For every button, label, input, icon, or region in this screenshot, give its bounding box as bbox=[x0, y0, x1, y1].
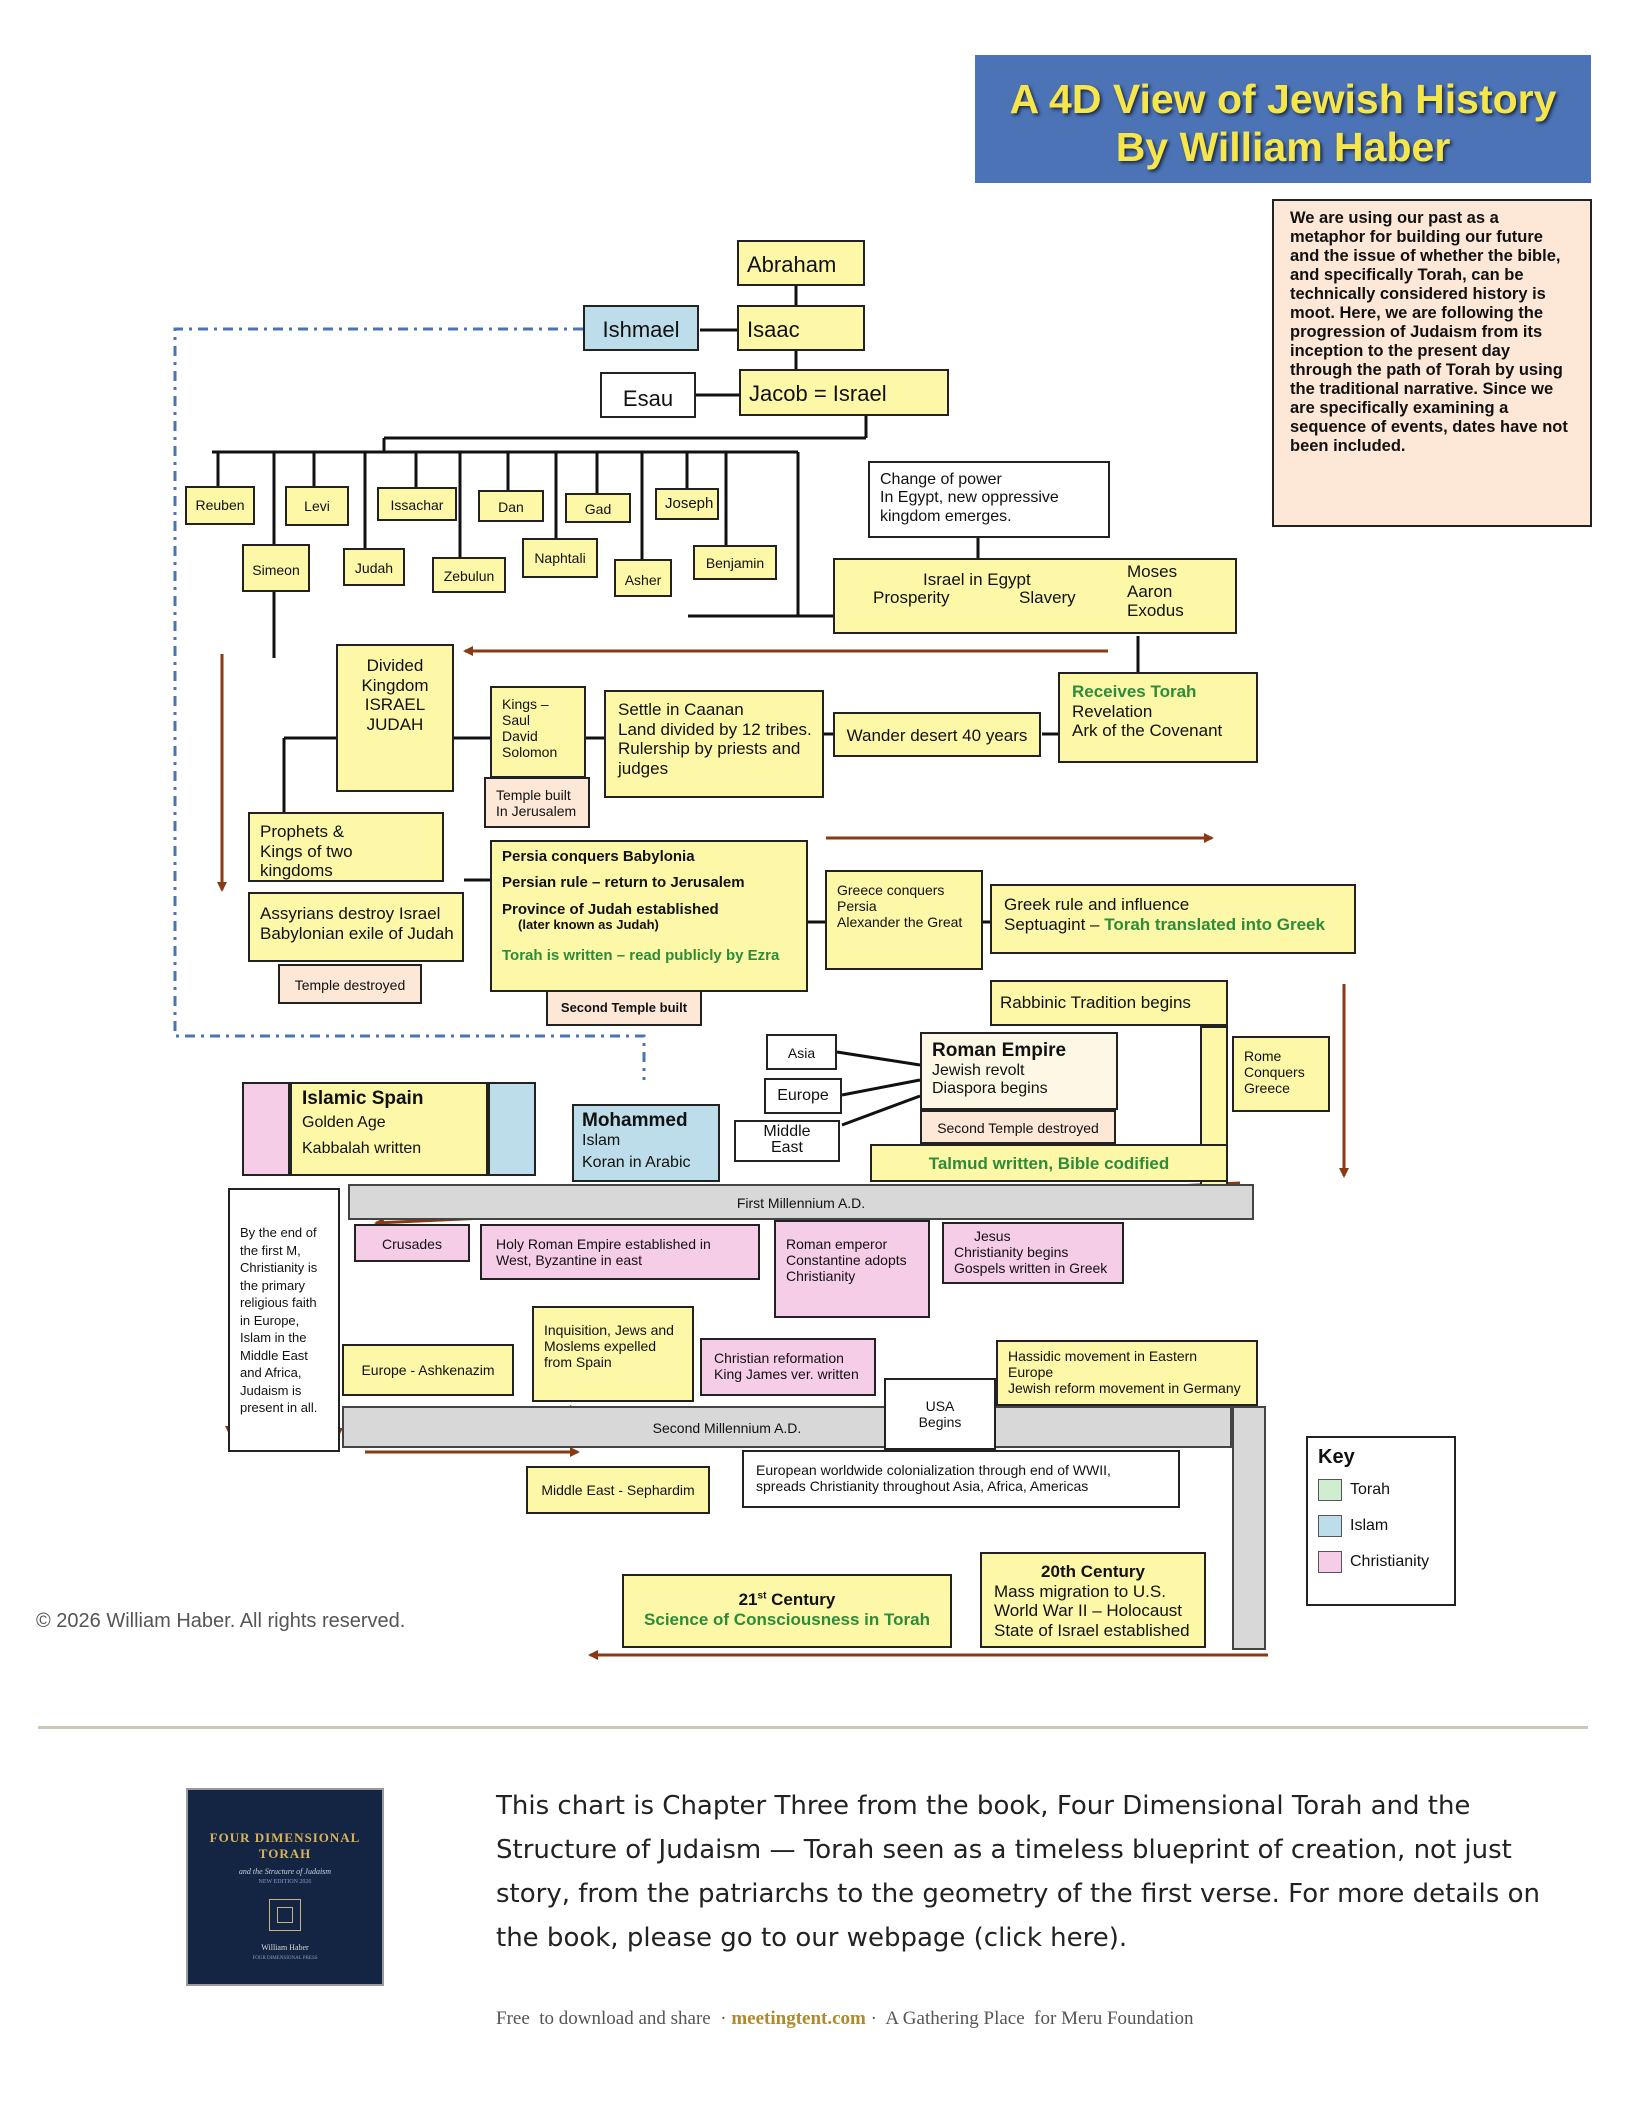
book-cover[interactable]: FOUR DIMENSIONAL TORAH and the Structure… bbox=[186, 1788, 384, 1986]
tribe-zebulun: Zebulun bbox=[432, 557, 506, 593]
tribe-issachar: Issachar bbox=[377, 487, 457, 521]
second-temple-destroyed-box: Second Temple destroyed bbox=[920, 1110, 1116, 1144]
century-20-box: 20th Century Mass migration to U.S. Worl… bbox=[980, 1552, 1206, 1648]
region-asia: Asia bbox=[766, 1034, 837, 1070]
footer-left: Free to download and share · bbox=[496, 2008, 727, 2029]
tribe-dan: Dan bbox=[478, 490, 544, 522]
temple-built-box: Temple built In Jerusalem bbox=[484, 777, 590, 828]
section-divider bbox=[38, 1726, 1588, 1729]
region-europe: Europe bbox=[764, 1078, 842, 1114]
islamic-spain-pink-tab bbox=[242, 1082, 290, 1176]
inquisition-box: Inquisition, Jews and Moslems expelled f… bbox=[532, 1306, 694, 1402]
footer-link[interactable]: meetingtent.com bbox=[731, 2008, 866, 2029]
rome-conquers-greece-box: Rome Conquers Greece bbox=[1232, 1036, 1330, 1112]
legend-swatch-islam bbox=[1318, 1515, 1342, 1537]
second-millennium-bar: Second Millennium A.D. bbox=[342, 1406, 1232, 1448]
tribe-benjamin: Benjamin bbox=[693, 545, 777, 580]
kings-box: Kings – Saul David Solomon bbox=[490, 686, 586, 778]
hassidic-box: Hassidic movement in Eastern Europe Jewi… bbox=[996, 1340, 1258, 1406]
legend-swatch-torah bbox=[1318, 1479, 1342, 1501]
constantine-box: Roman emperor Constantine adopts Christi… bbox=[774, 1220, 930, 1318]
esau-box: Esau bbox=[600, 372, 696, 418]
receives-torah-box: Receives Torah Revelation Ark of the Cov… bbox=[1058, 672, 1258, 763]
ishmael-box: Ishmael bbox=[583, 305, 699, 351]
legend-item-torah: Torah bbox=[1318, 1479, 1444, 1501]
holy-roman-box: Holy Roman Empire established in West, B… bbox=[480, 1224, 760, 1280]
prophets-box: Prophets & Kings of two kingdoms bbox=[248, 812, 444, 882]
footer: Free to download and share · meetingtent… bbox=[496, 2008, 1194, 2030]
isaac-box: Isaac bbox=[737, 305, 865, 351]
abraham-box: Abraham bbox=[737, 240, 865, 286]
change-of-power-box: Change of power In Egypt, new oppressive… bbox=[868, 461, 1110, 538]
century-21-box: 21st Century Science of Consciousness in… bbox=[622, 1574, 952, 1648]
tribe-joseph: Joseph bbox=[655, 488, 719, 520]
assyrians-box: Assyrians destroy Israel Babylonian exil… bbox=[248, 892, 464, 962]
legend-swatch-christianity bbox=[1318, 1551, 1342, 1573]
greece-conquers-box: Greece conquers Persia Alexander the Gre… bbox=[825, 870, 983, 970]
tribe-asher: Asher bbox=[614, 559, 672, 597]
copyright: © 2026 William Haber. All rights reserve… bbox=[36, 1610, 406, 1632]
usa-box: USA Begins bbox=[884, 1378, 996, 1450]
europe-ashkenazim-box: Europe - Ashkenazim bbox=[342, 1344, 514, 1396]
book-blurb[interactable]: This chart is Chapter Three from the boo… bbox=[496, 1791, 1540, 1953]
tribe-judah: Judah bbox=[343, 548, 405, 586]
temple-destroyed-box: Temple destroyed bbox=[278, 964, 422, 1004]
settle-canaan-box: Settle in Caanan Land divided by 12 trib… bbox=[604, 690, 824, 798]
jesus-box: Jesus Christianity begins Gospels writte… bbox=[942, 1222, 1124, 1284]
israel-in-egypt-box: Israel in Egypt Prosperity Slavery Moses… bbox=[833, 558, 1237, 634]
tribe-levi: Levi bbox=[285, 486, 349, 526]
wander-desert-box: Wander desert 40 years bbox=[833, 712, 1041, 757]
title-line-2: By William Haber bbox=[1115, 124, 1451, 170]
region-middle-east: Middle East bbox=[734, 1120, 840, 1162]
second-millennium-down-bar bbox=[1232, 1406, 1266, 1650]
tribe-naphtali: Naphtali bbox=[522, 538, 598, 578]
second-temple-built-box: Second Temple built bbox=[546, 990, 702, 1026]
roman-empire-box: Roman Empire Jewish revolt Diaspora begi… bbox=[920, 1032, 1118, 1110]
divided-kingdom-box: Divided Kingdom ISRAEL JUDAH bbox=[336, 644, 454, 792]
title-banner: A 4D View of Jewish History By William H… bbox=[975, 55, 1591, 183]
cube-icon bbox=[269, 1899, 301, 1932]
tribe-reuben: Reuben bbox=[185, 486, 255, 525]
persia-box: Persia conquers Babylonia Persian rule –… bbox=[490, 840, 808, 992]
greek-rule-box: Greek rule and influence Septuagint – To… bbox=[990, 884, 1356, 954]
crusades-box: Crusades bbox=[354, 1224, 470, 1262]
mohammed-box: Mohammed Islam Koran in Arabic bbox=[572, 1104, 720, 1182]
islamic-spain-box: Islamic Spain Golden Age Kabbalah writte… bbox=[290, 1082, 488, 1176]
islamic-spain-blue-tab bbox=[488, 1082, 536, 1176]
reformation-box: Christian reformation King James ver. wr… bbox=[700, 1338, 876, 1396]
jacob-box: Jacob = Israel bbox=[739, 369, 949, 416]
tribe-gad: Gad bbox=[565, 493, 631, 523]
by-end-note: By the end of the first M, Christianity … bbox=[228, 1188, 340, 1452]
title-line-1: A 4D View of Jewish History bbox=[1009, 76, 1557, 122]
talmud-box: Talmud written, Bible codified bbox=[870, 1144, 1228, 1182]
first-millennium-bar: First Millennium A.D. bbox=[348, 1184, 1254, 1220]
colonialization-box: European worldwide colonialization throu… bbox=[742, 1450, 1180, 1508]
legend-title: Key bbox=[1318, 1446, 1355, 1468]
legend-key: Key Torah Islam Christianity bbox=[1306, 1436, 1456, 1606]
rabbinic-tradition-box: Rabbinic Tradition begins bbox=[990, 980, 1228, 1026]
sephardim-box: Middle East - Sephardim bbox=[526, 1466, 710, 1514]
footer-right: · A Gathering Place for Meru Foundation bbox=[865, 2008, 1194, 2029]
legend-item-islam: Islam bbox=[1318, 1515, 1444, 1537]
legend-item-christianity: Christianity bbox=[1318, 1551, 1444, 1573]
tribe-simeon: Simeon bbox=[242, 544, 310, 592]
intro-note: We are using our past as a metaphor for … bbox=[1272, 199, 1592, 527]
